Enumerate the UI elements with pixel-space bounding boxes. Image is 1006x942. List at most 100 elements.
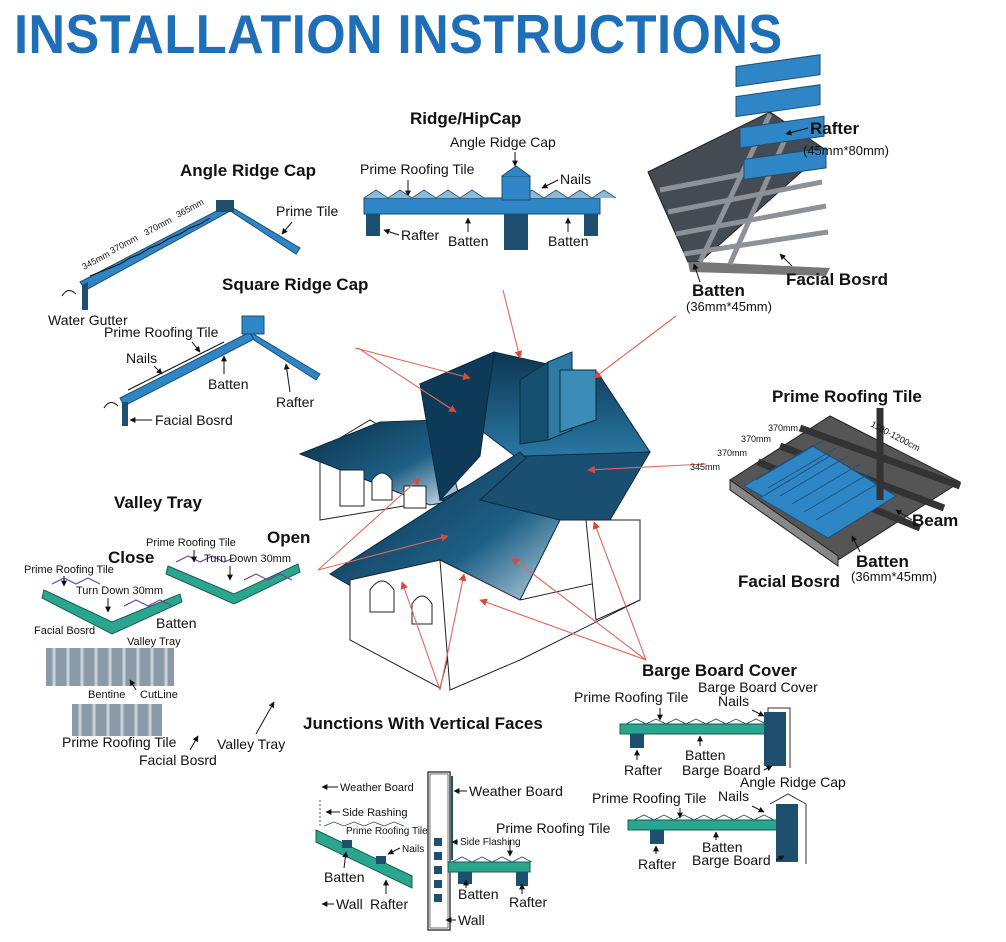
panel-beam-label: Beam [912,511,958,530]
valley-prime-roofing-tile-label: Prime Roofing Tile [62,734,177,750]
junction-rafter-right: Rafter [509,894,547,910]
prime-tile-panel-drawing [729,408,962,567]
valley-open-drawing [165,555,301,605]
square-rafter-label: Rafter [276,394,314,410]
junction-rafter-left: Rafter [370,896,408,912]
barge-rafter-2: Rafter [638,856,676,872]
junction-drawing-left [315,800,413,889]
barge-board-section: Barge Board Cover Prime Roofing Tile Bar… [574,661,846,872]
valley-close-drawing [41,577,183,635]
valley-open-turn-down: Turn Down 30mm [204,553,291,565]
barge-prime-roofing-tile-2: Prime Roofing Tile [592,790,707,806]
water-gutter-label: Water Gutter [48,312,128,328]
panel-batten-size: (36mm*45mm) [851,569,937,584]
square-ridge-cap-heading: Square Ridge Cap [222,275,368,294]
square-ridge-cap-drawing [103,315,321,426]
valley-close-prime-roofing-tile: Prime Roofing Tile [24,564,114,576]
barge-prime-roofing-tile-1: Prime Roofing Tile [574,689,689,705]
junction-prime-roofing-tile: Prime Roofing Tile [496,820,611,836]
ridge-prime-roofing-tile-label: Prime Roofing Tile [360,161,475,177]
angle-ridge-prime-tile-label: Prime Tile [276,203,338,219]
ridge-batten-label-1: Batten [448,233,488,249]
dim-370mm-a: 370mm [108,233,139,256]
valley-cutline-label: CutLine [140,689,178,701]
barge-drawing-2 [627,793,807,864]
junction-wall-right: Wall [458,912,485,928]
junction-wall-left: Wall [336,896,363,912]
valley-batten-label: Batten [156,615,196,631]
ridge-batten-label-2: Batten [548,233,588,249]
dim-365mm: 365mm [174,197,205,220]
valley-close-turn-down: Turn Down 30mm [76,585,163,597]
prime-tile-panel-section: Prime Roofing Tile 370mm [690,387,962,591]
junction-weather-board-small: Weather Board [340,782,414,794]
square-nails-label: Nails [126,350,157,366]
panel-dim-370mm-2: 370mm [741,434,771,444]
angle-ridge-cap-section: Angle Ridge Cap 345mm 370mm 370mm 365mm … [48,161,338,328]
ridge-hipcap-section: Ridge/HipCap Angle Ridge Cap Prime Roofi… [360,109,617,250]
square-ridge-cap-section: Square Ridge Cap Prime Roofing Tile Nail… [103,275,368,428]
valley-tray-heading: Valley Tray [114,493,202,512]
frame-facial-board-label: Facial Bosrd [786,270,888,289]
ridge-hipcap-drawing [363,165,617,250]
valley-facial-board-label: Facial Bosrd [139,752,217,768]
junctions-heading: Junctions With Vertical Faces [303,714,543,733]
junction-prime-roofing-tile-small: Prime Roofing Tile [346,826,428,837]
angle-ridge-cap-heading: Angle Ridge Cap [180,161,316,180]
junctions-section: Junctions With Vertical Faces Weather Bo… [303,714,611,931]
junction-side-flashing: Side Flashing [460,837,521,848]
frame-rafter-label: Rafter [810,119,860,138]
valley-bentine-label: Bentine [88,689,125,701]
barge-rafter-1: Rafter [624,762,662,778]
barge-board-1: Barge Board [682,762,761,778]
valley-facial-board-small: Facial Bosrd [34,625,95,637]
pointer-lines [317,289,707,691]
frame-rafter-size: (45mm*80mm) [803,143,889,158]
valley-tray-label: Valley Tray [127,636,181,648]
valley-tile-sheet-2 [72,704,162,736]
barge-nails-1: Nails [718,693,749,709]
barge-batten-1: Batten [685,747,725,763]
barge-board-2: Barge Board [692,852,771,868]
barge-board-heading: Barge Board Cover [642,661,797,680]
junction-weather-board: Weather Board [469,783,563,799]
panel-dim-370mm-3: 370mm [717,448,747,458]
frame-batten-size: (36mm*45mm) [686,299,772,314]
valley-open-label: Open [267,528,310,547]
junction-drawing-right [427,771,533,931]
frame-batten-label: Batten [692,281,745,300]
panel-dim-370mm-1: 370mm [768,423,798,433]
panel-batten-label: Batten [856,552,909,571]
junction-side-rashing: Side Rashing [342,807,407,819]
barge-batten-2: Batten [702,839,742,855]
junction-nails: Nails [402,844,424,855]
ridge-angle-ridge-cap-label: Angle Ridge Cap [450,134,556,150]
square-prime-roofing-tile-label: Prime Roofing Tile [104,324,219,340]
roof-frame-drawing [647,54,830,276]
square-batten-label: Batten [208,376,248,392]
barge-nails-2: Nails [718,788,749,804]
valley-open-prime-roofing-tile: Prime Roofing Tile [146,537,236,549]
barge-board-cover-label: Barge Board Cover [698,679,818,695]
barge-angle-ridge-cap: Angle Ridge Cap [740,774,846,790]
ridge-hipcap-heading: Ridge/HipCap [410,109,521,128]
page-title: INSTALLATION INSTRUCTIONS [14,3,783,65]
roof-frame-section: Rafter (45mm*80mm) Facial Bosrd Batten (… [647,54,889,314]
valley-tile-sheet-1 [46,648,174,686]
panel-facial-board-label: Facial Bosrd [738,572,840,591]
prime-tile-panel-heading: Prime Roofing Tile [772,387,922,406]
junction-batten-right: Batten [458,886,498,902]
ridge-nails-label: Nails [560,171,591,187]
valley-tray-arrow-label: Valley Tray [217,736,285,752]
house-illustration [298,351,651,691]
square-facial-board-label: Facial Bosrd [155,412,233,428]
dim-370mm-b: 370mm [142,215,173,238]
ridge-rafter-label: Rafter [401,227,439,243]
valley-tray-section: Valley Tray Close Open Prime Roofing Til… [24,493,310,768]
panel-dim-345mm: 345mm [690,462,720,472]
valley-close-label: Close [108,548,154,567]
barge-drawing-1 [619,707,791,768]
angle-ridge-cap-drawing [61,200,301,310]
junction-batten-left: Batten [324,869,364,885]
